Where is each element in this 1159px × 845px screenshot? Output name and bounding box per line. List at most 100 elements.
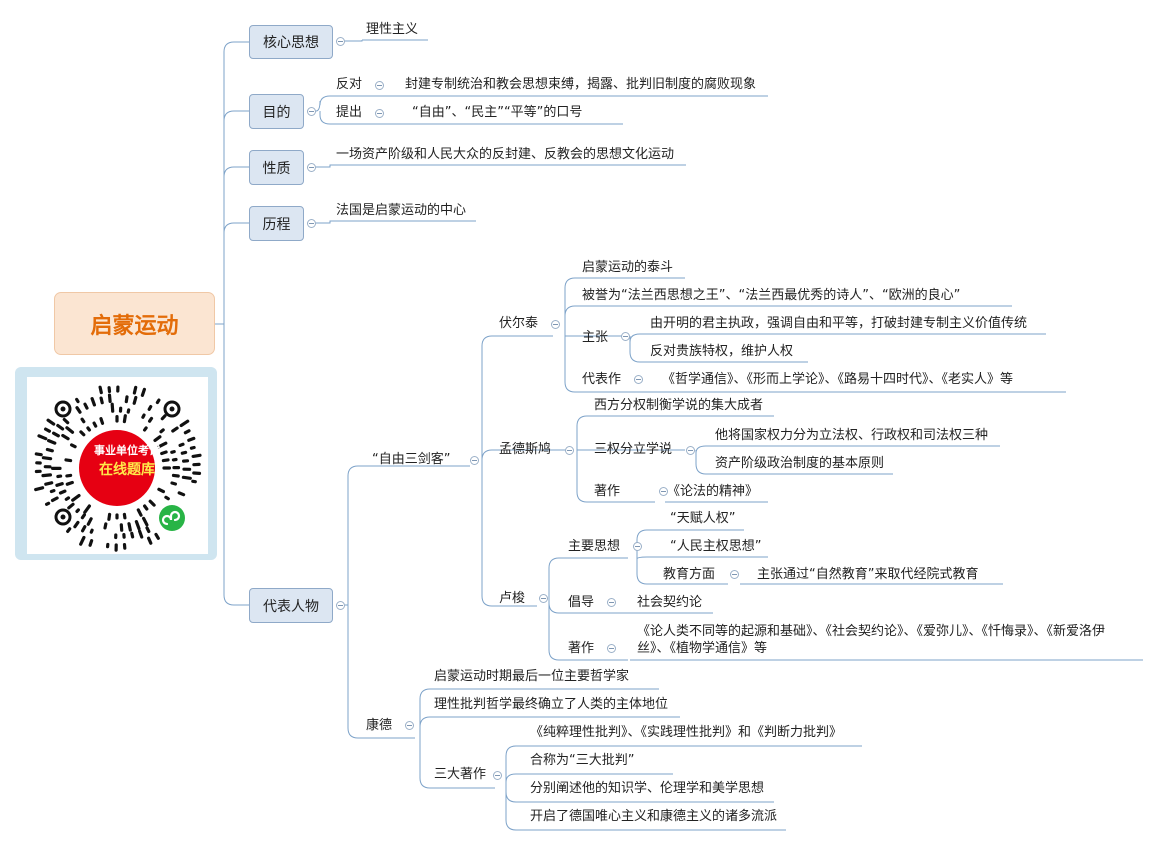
collapse-icon[interactable] <box>633 542 642 551</box>
process-value[interactable]: 法国是启蒙运动的中心 <box>336 203 467 218</box>
voltaire-claim[interactable]: 由开明的君主执政，强调自由和平等，打破封建专制主义价值传统 <box>650 316 1028 331</box>
voltaire-claim[interactable]: 反对贵族特权，维护人权 <box>650 344 794 359</box>
qr-dash <box>157 441 168 449</box>
voltaire-works[interactable]: 《哲学通信》、《形而上学论》、《路易十四时代》、《老实人》等 <box>662 372 1014 387</box>
qr-dash <box>66 527 72 533</box>
qr-dash <box>153 435 162 443</box>
collapse-icon[interactable] <box>336 37 345 46</box>
qr-dash <box>170 481 177 486</box>
rousseau-advocate[interactable]: 社会契约论 <box>637 595 703 610</box>
qr-dash <box>37 434 48 441</box>
collapse-icon[interactable] <box>307 163 316 172</box>
collapse-icon[interactable] <box>634 375 643 384</box>
qr-dash <box>92 421 98 428</box>
collapse-icon[interactable] <box>307 219 316 228</box>
kant-work[interactable]: 合称为“三大批判” <box>530 753 635 768</box>
qr-dash <box>103 522 108 530</box>
qr-dash <box>137 529 144 539</box>
collapse-icon[interactable] <box>493 771 502 780</box>
rousseau-thought-label[interactable]: 主要思想 <box>568 539 621 554</box>
qr-dash <box>79 535 86 546</box>
qr-dash <box>171 473 180 478</box>
kant-works-label[interactable]: 三大著作 <box>434 767 487 782</box>
qr-dash <box>98 385 103 395</box>
montesquieu-label[interactable]: 孟德斯鸠 <box>499 442 552 457</box>
rousseau-thought[interactable]: “人民主权思想” <box>670 539 762 554</box>
qr-caption-line2: 在线题库 <box>99 462 155 478</box>
voltaire-claim-label[interactable]: 主张 <box>582 330 609 345</box>
topic-core-ideas[interactable]: 核心思想 <box>249 25 333 59</box>
kant-item[interactable]: 理性批判哲学最终确立了人类的主体地位 <box>434 697 669 712</box>
qr-dash <box>55 482 64 487</box>
collapse-icon[interactable] <box>686 446 695 455</box>
collapse-icon[interactable] <box>336 601 345 610</box>
montesquieu-works-label[interactable]: 著作 <box>594 484 621 499</box>
root-topic[interactable]: 启蒙运动 <box>54 292 215 355</box>
collapse-icon[interactable] <box>730 570 739 579</box>
rousseau-label[interactable]: 卢梭 <box>499 591 526 606</box>
rousseau-edu-label[interactable]: 教育方面 <box>663 567 716 582</box>
qr-dash <box>110 402 115 413</box>
collapse-icon[interactable] <box>470 456 479 465</box>
qr-dash <box>41 456 53 461</box>
montesquieu-theory[interactable]: 资产阶级政治制度的基本原则 <box>715 456 885 471</box>
qr-dash <box>62 417 70 425</box>
qr-dash <box>88 539 94 547</box>
voltaire-works-label[interactable]: 代表作 <box>582 372 622 387</box>
collapse-icon[interactable] <box>621 332 630 341</box>
qr-dash <box>142 426 148 432</box>
montesquieu-works[interactable]: 《论法的精神》 <box>667 484 759 499</box>
kant-work[interactable]: 开启了德国唯心主义和康德主义的诸多流派 <box>530 809 778 824</box>
collapse-icon[interactable] <box>307 107 316 116</box>
qr-dash <box>80 525 87 533</box>
topic-representative-figures[interactable]: 代表人物 <box>249 588 333 623</box>
rousseau-advocate-label[interactable]: 倡导 <box>568 595 595 610</box>
qr-dash <box>140 387 147 397</box>
collapse-icon[interactable] <box>551 320 560 329</box>
voltaire-item[interactable]: 被誉为“法兰西思想之王”、“法兰西最优秀的诗人”、“欧洲的良心” <box>582 288 961 303</box>
qr-dash <box>189 445 196 450</box>
collapse-icon[interactable] <box>375 81 384 90</box>
qr-caption-line1: 事业单位考试 <box>94 444 160 457</box>
rousseau-thought[interactable]: “天赋人权” <box>670 511 736 526</box>
qr-dash <box>160 450 168 456</box>
montesquieu-item[interactable]: 西方分权制衡学说的集大成者 <box>594 398 764 413</box>
kant-label[interactable]: 康德 <box>366 718 393 733</box>
qr-dash <box>64 496 71 501</box>
trio-label[interactable]: “自由三剑客” <box>372 452 451 467</box>
collapse-icon[interactable] <box>607 598 616 607</box>
kant-work[interactable]: 分别阐述他的知识学、伦理学和美学思想 <box>530 781 765 796</box>
topic-nature[interactable]: 性质 <box>249 150 304 185</box>
rousseau-edu[interactable]: 主张通过“自然教育”来取代经院式教育 <box>757 567 979 582</box>
propose-label[interactable]: 提出 <box>336 105 363 120</box>
collapse-icon[interactable] <box>659 487 668 496</box>
rousseau-works[interactable]: 《论人类不同等的起源和基础》、《社会契约论》、《爱弥儿》、《忏悔录》、《新爱洛伊… <box>637 624 1106 656</box>
collapse-icon[interactable] <box>565 446 574 455</box>
qr-dash <box>46 418 56 426</box>
collapse-icon[interactable] <box>539 594 548 603</box>
voltaire-item[interactable]: 启蒙运动的泰斗 <box>582 260 674 275</box>
core-value[interactable]: 理性主义 <box>366 22 419 37</box>
oppose-text[interactable]: 封建专制统治和教会思想束缚，揭露、批判旧制度的腐败现象 <box>405 77 757 92</box>
montesquieu-theory[interactable]: 他将国家权力分为立法权、行政权和司法权三种 <box>715 428 989 443</box>
qr-dash <box>160 414 167 421</box>
propose-text[interactable]: “自由”、“民主”“平等”的口号 <box>412 105 583 120</box>
qr-dash <box>75 508 81 513</box>
collapse-icon[interactable] <box>405 721 414 730</box>
nature-value[interactable]: 一场资产阶级和人民大众的反封建、反教会的思想文化运动 <box>336 147 675 162</box>
collapse-icon[interactable] <box>375 109 384 118</box>
oppose-label[interactable]: 反对 <box>336 77 363 92</box>
rousseau-works-label[interactable]: 著作 <box>568 641 595 656</box>
montesquieu-theory-label[interactable]: 三权分立学说 <box>594 442 673 457</box>
qr-dash <box>83 504 92 514</box>
qr-dash <box>65 473 73 478</box>
qr-dash <box>148 499 156 507</box>
kant-work[interactable]: 《纯粹理性批判》、《实践理性批判》和《判断力批判》 <box>530 725 843 740</box>
voltaire-label[interactable]: 伏尔泰 <box>499 316 539 331</box>
topic-process[interactable]: 历程 <box>249 206 304 241</box>
qr-dash <box>80 417 86 424</box>
collapse-icon[interactable] <box>607 644 616 653</box>
kant-item[interactable]: 启蒙运动时期最后一位主要哲学家 <box>434 669 630 684</box>
qr-dash <box>179 419 190 428</box>
topic-purpose[interactable]: 目的 <box>249 94 304 129</box>
